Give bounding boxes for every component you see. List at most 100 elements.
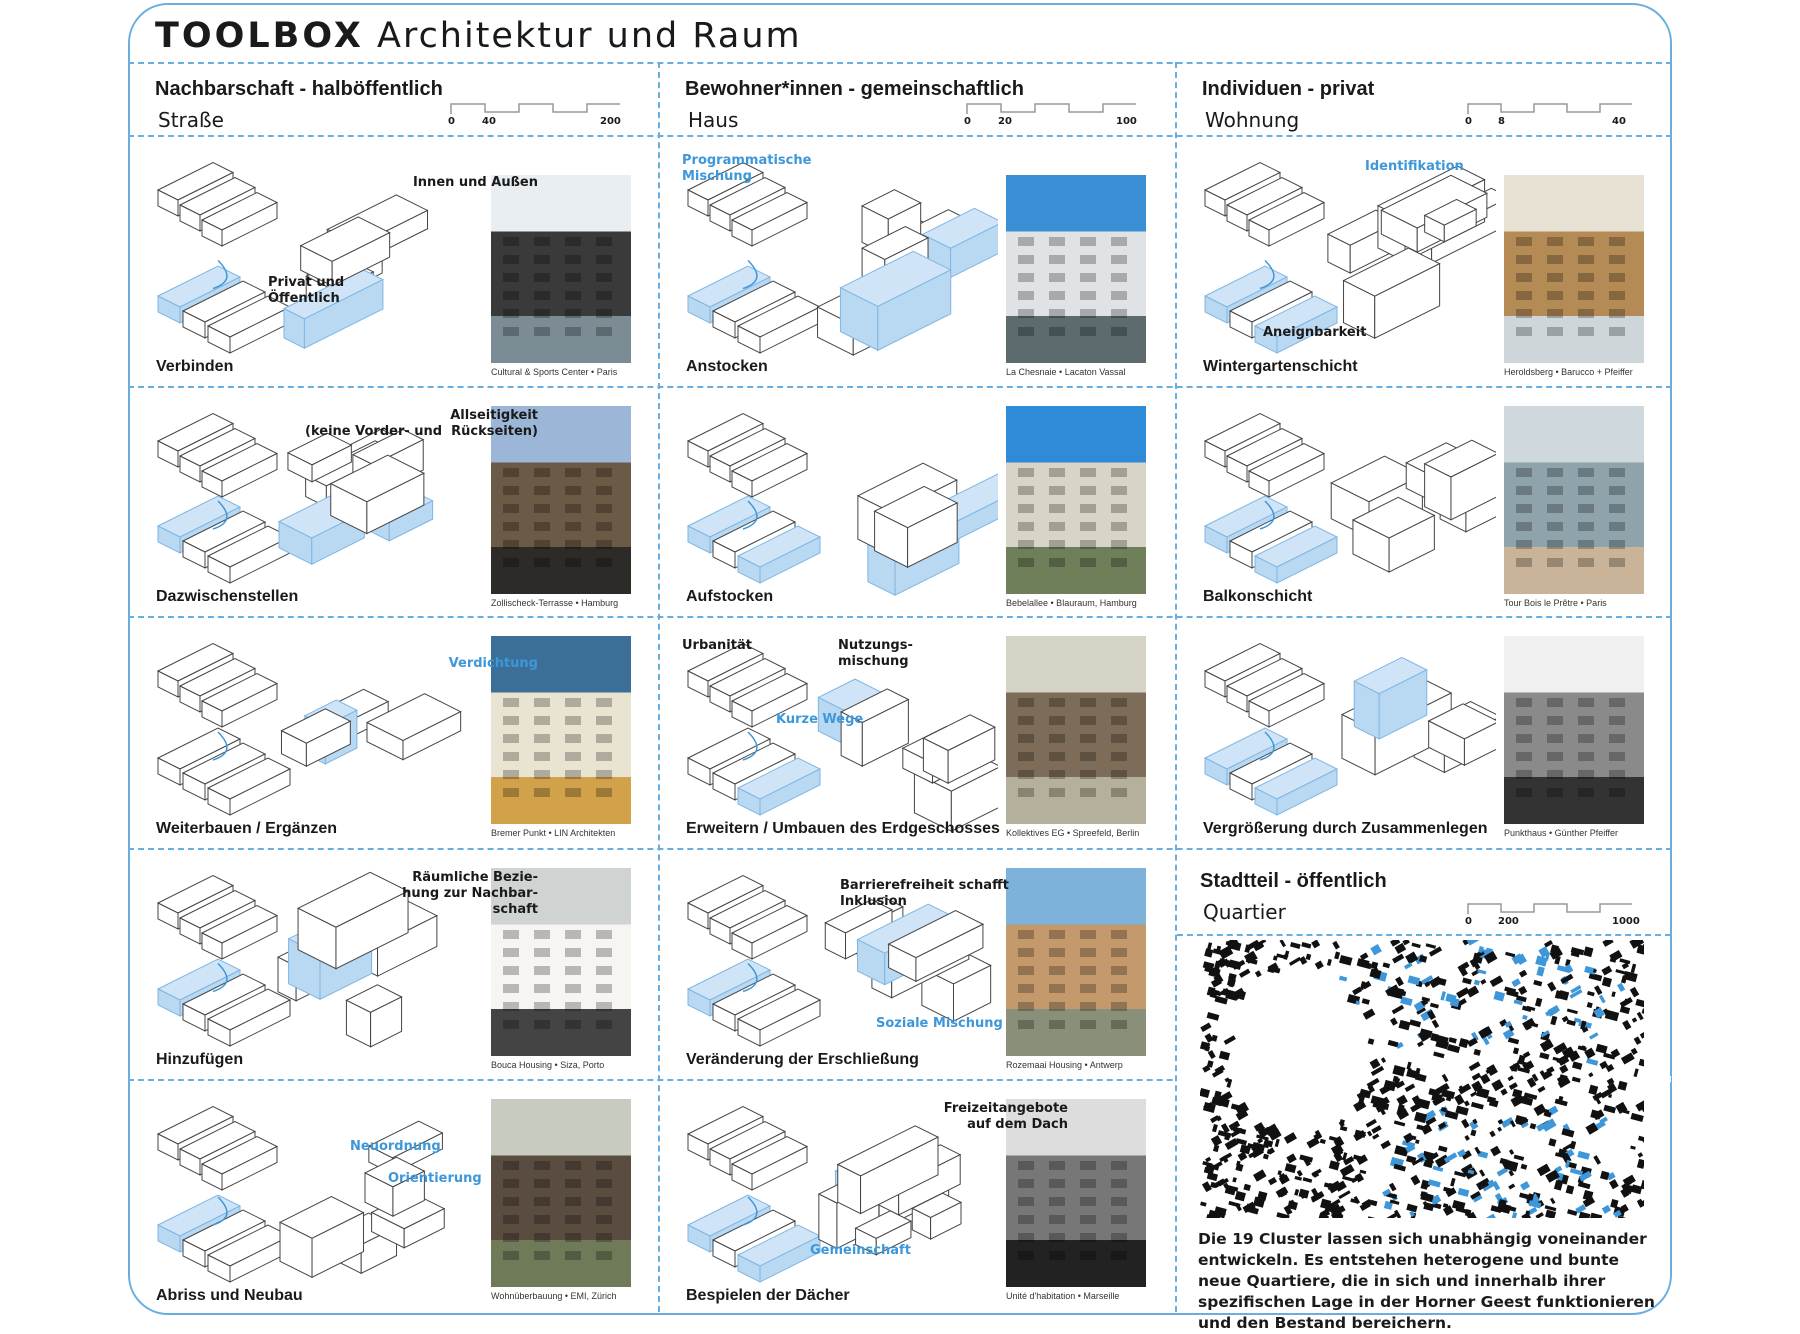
existing-building <box>1630 1146 1636 1150</box>
photo-building <box>1504 406 1644 594</box>
existing-building <box>1587 991 1595 996</box>
existing-building <box>1521 1164 1528 1170</box>
cell-label: Abriss und Neubau <box>156 1287 303 1305</box>
existing-building <box>1593 1155 1601 1165</box>
existing-building <box>1554 1180 1563 1191</box>
existing-building <box>1605 1010 1619 1022</box>
scale-tick-label: 0 <box>964 116 971 127</box>
diagram-annotation: Räumliche Bezie- hung zur Nachbar- schaf… <box>402 870 538 918</box>
existing-building <box>1210 1115 1219 1123</box>
cluster-building <box>1541 1118 1556 1131</box>
title-bold: TOOLBOX <box>155 16 364 56</box>
existing-building <box>1380 1140 1391 1149</box>
existing-building <box>1371 1125 1381 1134</box>
cluster-building <box>1486 1214 1496 1218</box>
existing-building <box>1548 1138 1556 1146</box>
existing-building <box>1219 1051 1230 1061</box>
scale-tick-label: 0 <box>1465 916 1472 927</box>
column-scale-label: Straße <box>158 108 224 132</box>
existing-building <box>1489 1131 1495 1138</box>
cluster-building <box>1570 1168 1583 1175</box>
existing-building <box>1284 1132 1297 1144</box>
existing-building <box>1631 964 1637 973</box>
scale-tick-label: 200 <box>600 116 621 127</box>
existing-building <box>1332 941 1340 950</box>
existing-building <box>1315 961 1324 970</box>
existing-building <box>1232 1177 1237 1182</box>
cluster-building <box>1474 980 1480 986</box>
cluster-building <box>1617 983 1625 992</box>
photo-building <box>1006 636 1146 824</box>
reference-photo <box>1006 868 1146 1056</box>
cell-label: Anstocken <box>686 358 768 376</box>
existing-building <box>1583 946 1593 957</box>
existing-building <box>1642 1008 1644 1014</box>
existing-building <box>1415 1139 1419 1144</box>
existing-building <box>1433 1052 1444 1059</box>
existing-building <box>1429 946 1442 956</box>
cluster-building <box>1577 1151 1590 1160</box>
cell-label: Wintergartenschicht <box>1203 358 1358 376</box>
existing-building <box>1366 1119 1377 1128</box>
existing-building <box>1589 973 1603 982</box>
existing-building <box>1228 959 1242 969</box>
existing-building <box>1602 940 1613 947</box>
scale-tick-label: 0 <box>448 116 455 127</box>
reference-photo <box>1504 406 1644 594</box>
existing-building <box>1200 1202 1207 1207</box>
column-scale-label: Wohnung <box>1205 108 1299 132</box>
photo-caption: Tour Bois le Prêtre • Paris <box>1504 598 1607 608</box>
column-scale-label: Haus <box>688 108 738 132</box>
diagram-annotation: Allseitigkeit (keine Vorder- und Rücksei… <box>305 408 538 440</box>
existing-building <box>1630 1113 1643 1122</box>
existing-building <box>1596 1044 1608 1054</box>
diagram-annotation: Privat und Öffentlich <box>268 275 344 307</box>
diagram-annotation: Programmatische Mischung <box>682 153 811 185</box>
cluster-building <box>1511 978 1521 987</box>
reference-photo <box>1006 175 1146 363</box>
existing-building <box>1578 1181 1591 1189</box>
cell-label: Bespielen der Dächer <box>686 1287 850 1305</box>
existing-building <box>1396 1095 1407 1106</box>
existing-building <box>1600 1171 1609 1180</box>
existing-building <box>1320 1139 1326 1144</box>
existing-building <box>1248 1206 1259 1214</box>
existing-building <box>1639 1059 1644 1069</box>
isometric-volume <box>819 1194 837 1248</box>
existing-building <box>1559 1065 1568 1074</box>
existing-building <box>1398 1020 1410 1031</box>
existing-building <box>1443 1203 1449 1208</box>
existing-building <box>1588 1072 1593 1077</box>
existing-building <box>1368 1038 1375 1045</box>
cluster-building <box>1589 1032 1598 1039</box>
diagram-annotation: Gemeinschaft <box>810 1243 911 1259</box>
existing-building <box>1462 977 1472 984</box>
existing-building <box>1268 1177 1277 1185</box>
isometric-diagram <box>128 1079 483 1315</box>
existing-building <box>1490 975 1504 987</box>
cluster-building <box>1602 1205 1611 1214</box>
existing-building <box>1470 1091 1477 1097</box>
existing-building <box>1547 981 1556 991</box>
cell-label: Verbinden <box>156 358 233 376</box>
existing-building <box>1207 1012 1220 1021</box>
existing-building <box>1362 998 1370 1004</box>
photo-building <box>1504 175 1644 363</box>
cluster-building <box>1536 966 1544 976</box>
existing-building <box>1392 954 1404 964</box>
photo-caption: Bremer Punkt • LIN Architekten <box>491 828 615 838</box>
existing-building <box>1340 1164 1355 1177</box>
existing-building <box>1500 1088 1507 1095</box>
cell-label: Veränderung der Erschließung <box>686 1051 919 1069</box>
existing-building <box>1298 1189 1309 1199</box>
existing-building <box>1370 1058 1381 1069</box>
existing-building <box>1367 1078 1380 1088</box>
existing-building <box>1426 943 1436 949</box>
isometric-diagram <box>1175 616 1496 848</box>
existing-building <box>1207 942 1212 950</box>
diagram-annotation: Barrierefreiheit schafft Inklusion <box>840 878 1009 910</box>
